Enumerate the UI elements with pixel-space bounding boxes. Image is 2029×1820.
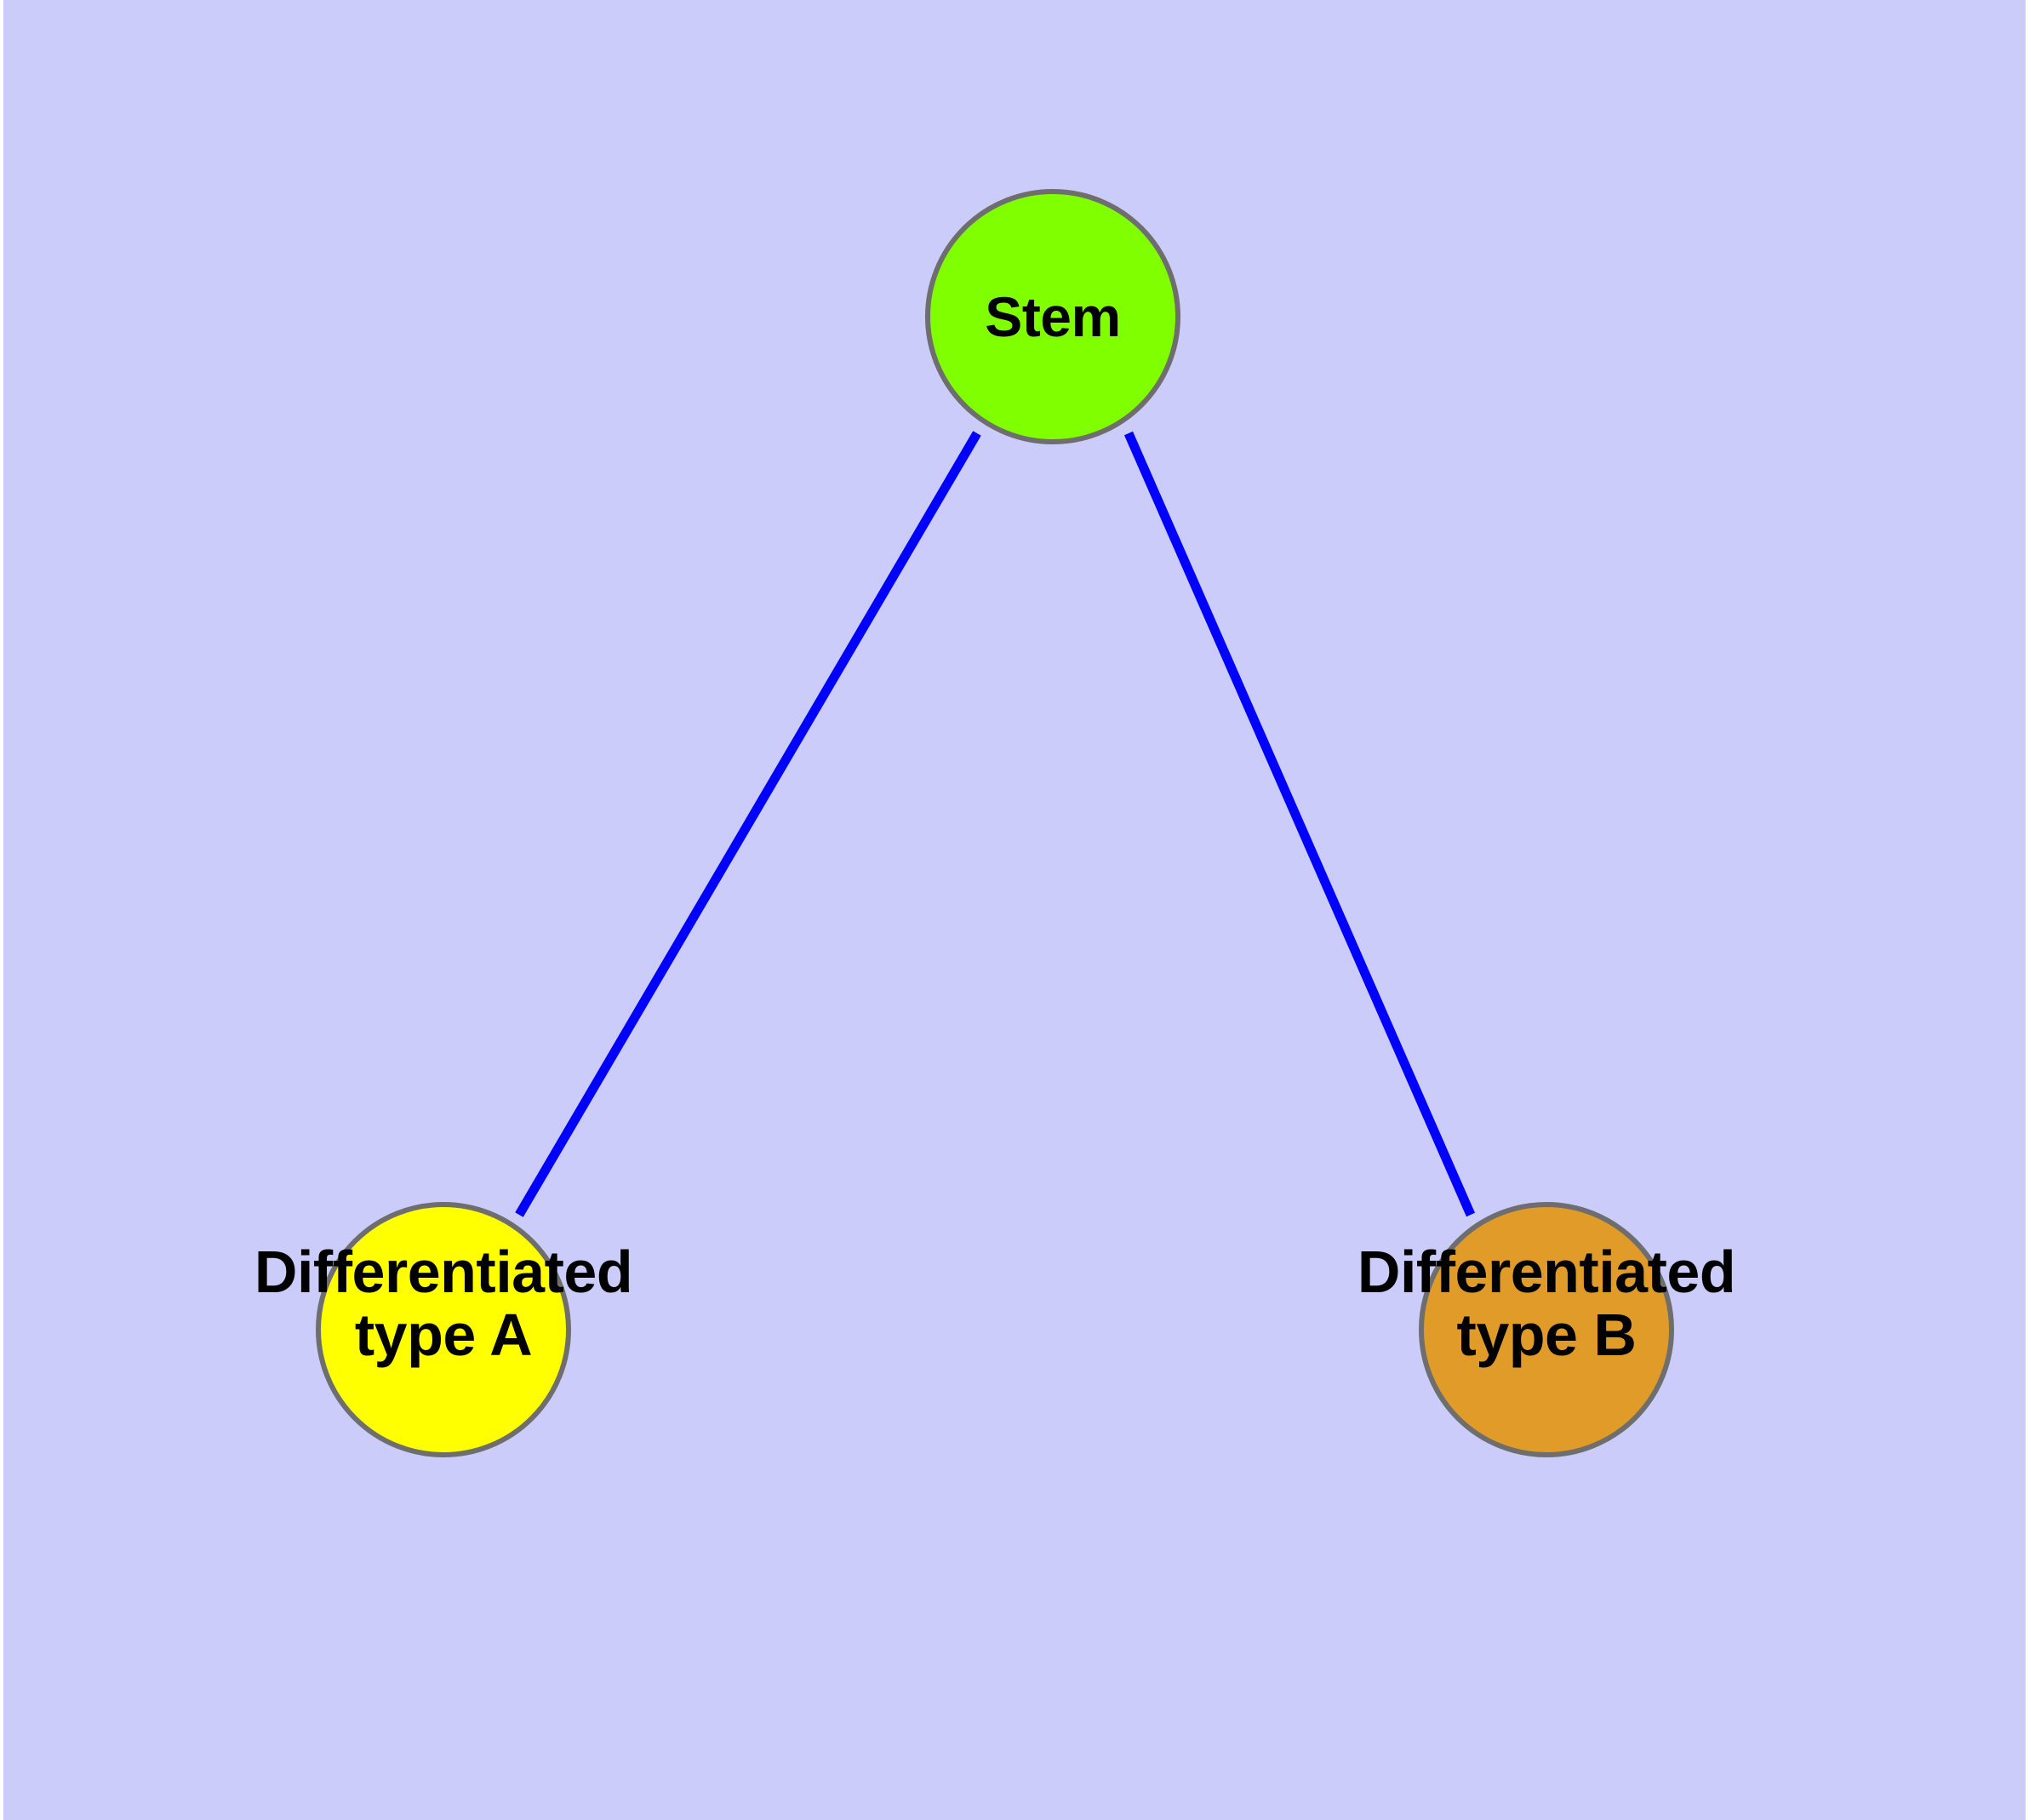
- node-differentiated-type-a[interactable]: [316, 1202, 571, 1457]
- edge-stem-to-differentiated-type-a: [515, 431, 981, 1217]
- node-differentiated-type-b[interactable]: [1419, 1202, 1674, 1457]
- node-stem[interactable]: [925, 189, 1180, 444]
- edge-stem-to-differentiated-type-b: [1123, 431, 1476, 1217]
